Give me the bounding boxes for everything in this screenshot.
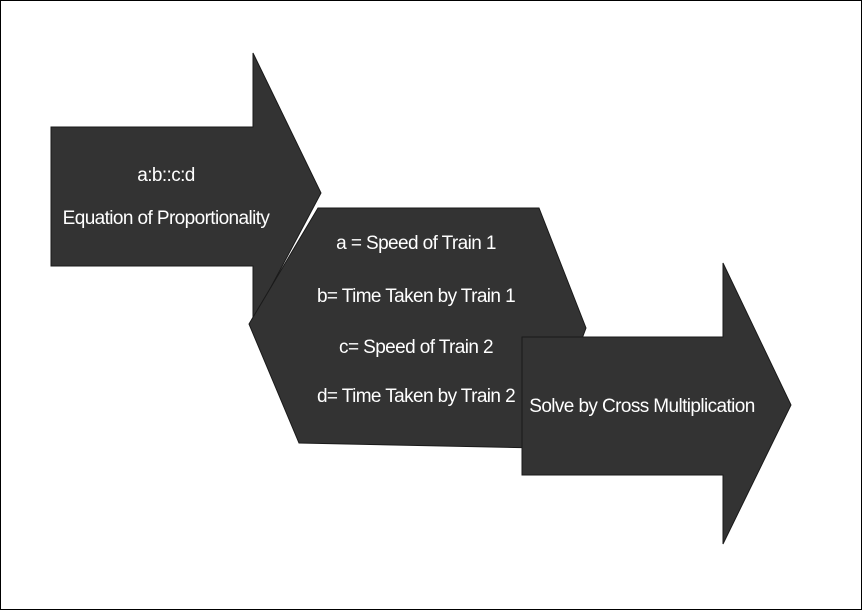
step-2-line-b: b= Time Taken by Train 1	[317, 286, 515, 307]
step-1-title-text: Equation of Proportionality	[63, 208, 271, 229]
step-2-line-a: a = Speed of Train 1	[336, 233, 496, 254]
step-2-line-c: c= Speed of Train 2	[339, 337, 493, 358]
step-2-line-d: d= Time Taken by Train 2	[317, 386, 515, 407]
step-3-arrow-shape	[521, 262, 792, 545]
step-1-ratio-text: a:b::c:d	[137, 165, 195, 186]
step-3-text: Solve by Cross Multiplication	[529, 396, 755, 417]
step-1-arrow-shape	[50, 52, 322, 322]
